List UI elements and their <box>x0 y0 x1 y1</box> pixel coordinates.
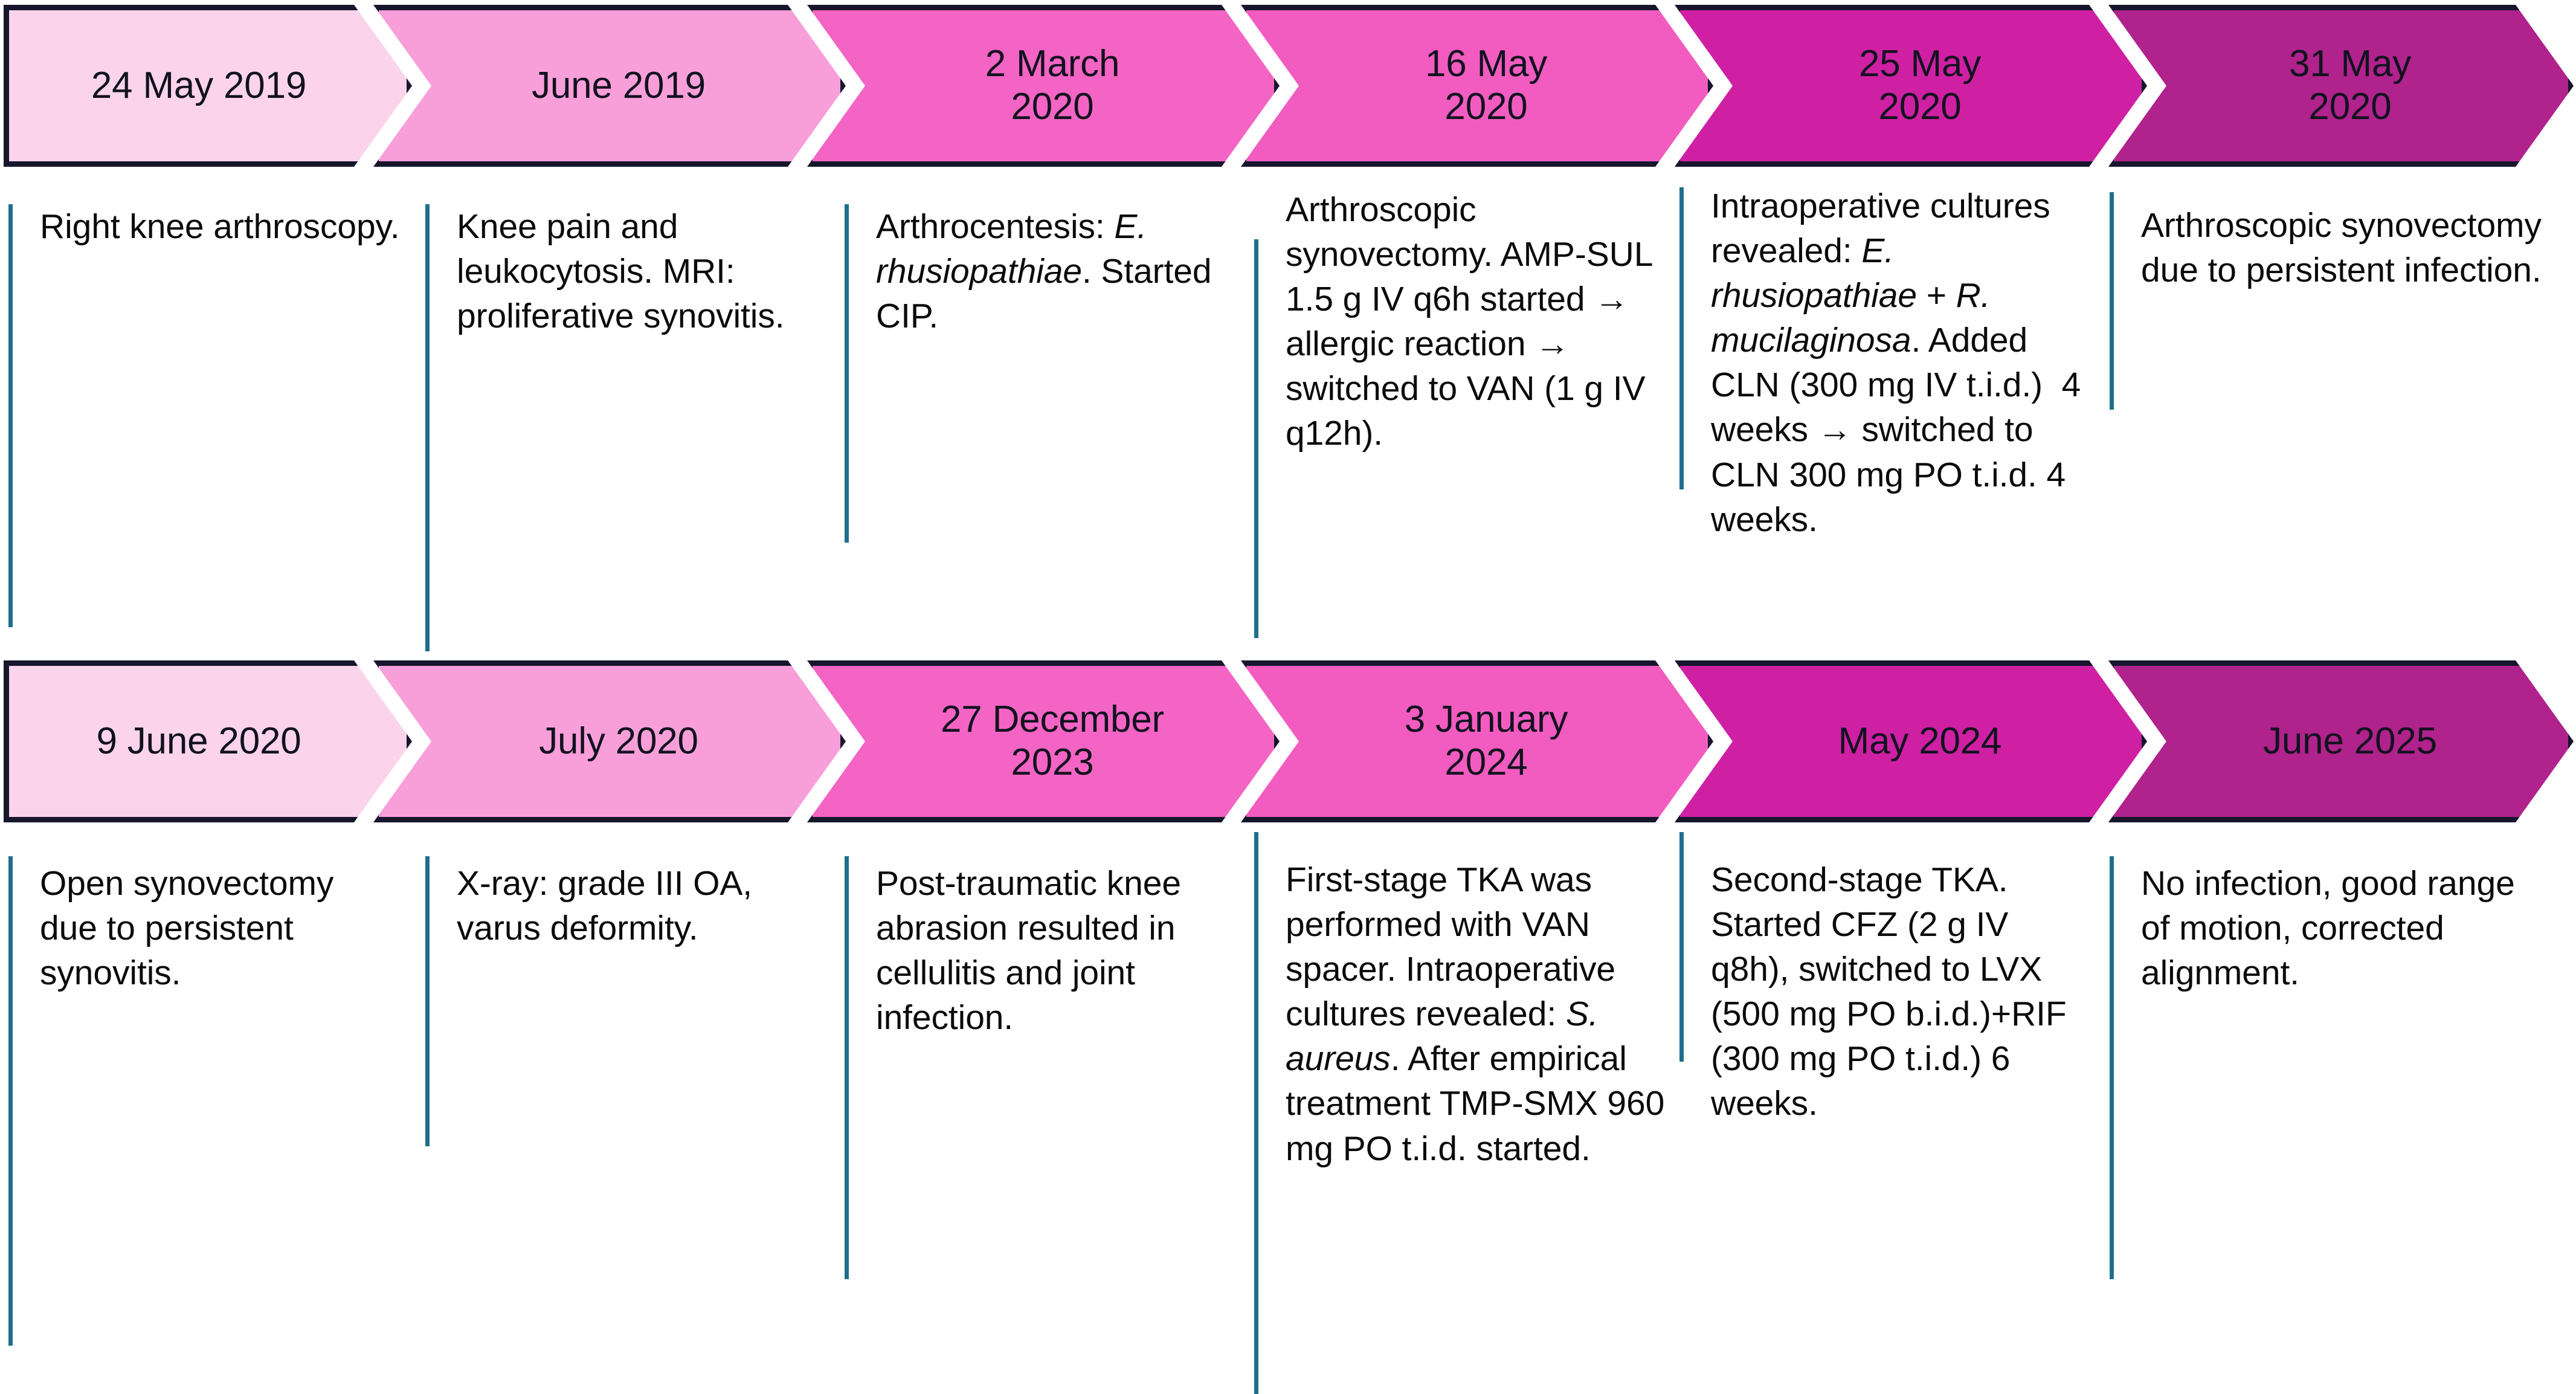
chevron-label: June 2025 <box>2263 720 2437 762</box>
chevron-label: 27 December 2023 <box>941 699 1164 783</box>
chevron-label: 16 May 2020 <box>1425 43 1548 127</box>
chevron-25-may-2020[interactable]: 25 May 2020 <box>1675 5 2147 167</box>
entry-rule <box>2110 856 2114 1279</box>
entry-25-may-2020: Intraoperative cultures revealed: E. rhu… <box>1679 168 2108 651</box>
chevron-label: 24 May 2019 <box>91 64 307 106</box>
chevron-row-2: 9 June 2020 July 2020 27 December 2023 3… <box>0 656 2576 824</box>
entry-3-january-2024: First-stage TKA was performed with VAN s… <box>1254 832 1677 1394</box>
chevron-label: May 2024 <box>1838 720 2002 762</box>
entry-text: Post-traumatic knee abrasion resulted in… <box>876 864 1181 1037</box>
entry-rule <box>1679 187 1684 489</box>
entry-9-june-2020: Open synovectomy due to persistent synov… <box>8 856 419 1388</box>
chevron-row-1: 24 May 2019 June 2019 2 March 2020 16 Ma… <box>0 0 2576 168</box>
entry-rule <box>845 204 849 543</box>
chevron-june-2025[interactable]: June 2025 <box>2108 660 2574 822</box>
entry-rule <box>845 856 849 1279</box>
entry-rule <box>8 204 13 627</box>
entry-rule <box>8 856 13 1346</box>
entry-text: Second-stage TKA. Started CFZ (2 g IV q8… <box>1711 860 2067 1123</box>
chevron-label: 3 January 2024 <box>1404 699 1568 783</box>
chevron-label: 9 June 2020 <box>96 720 301 762</box>
entry-text: Arthroscopic synovectomy due to persiste… <box>2141 206 2542 290</box>
chevron-9-june-2020[interactable]: 9 June 2020 <box>4 660 412 822</box>
entry-rule <box>425 856 430 1146</box>
entry-text: Open synovectomy due to persistent synov… <box>40 864 334 993</box>
body-row-1: Right knee arthroscopy. Knee pain and le… <box>0 168 2576 651</box>
chevron-31-may-2020[interactable]: 31 May 2020 <box>2108 5 2574 167</box>
chevron-label: 25 May 2020 <box>1858 43 1982 127</box>
entry-june-2025: No infection, good range of motion, corr… <box>2110 856 2575 1388</box>
entry-may-2024: Second-stage TKA. Started CFZ (2 g IV q8… <box>1679 832 2102 1394</box>
chevron-label: 31 May 2020 <box>2288 43 2412 127</box>
entry-rule <box>1254 239 1258 638</box>
chevron-label: 2 March 2020 <box>985 43 1120 127</box>
entry-text: Right knee arthroscopy. <box>40 207 400 246</box>
entry-text: First-stage TKA was performed with VAN s… <box>1286 860 1665 1168</box>
entry-july-2020: X-ray: grade III OA, varus deformity. <box>425 856 836 1388</box>
entry-text: Knee pain and leukocytosis. MRI: prolife… <box>457 207 785 336</box>
entry-2-march-2020: Arthrocentesis: E. rhusiopathiae. Starte… <box>845 204 1255 651</box>
entry-27-december-2023: Post-traumatic knee abrasion resulted in… <box>845 856 1255 1388</box>
entry-rule <box>2110 192 2114 410</box>
entry-31-may-2020: Arthroscopic synovectomy due to persiste… <box>2110 192 2575 651</box>
chevron-2-march-2020[interactable]: 2 March 2020 <box>807 5 1280 167</box>
entry-rule <box>1254 832 1258 1394</box>
chevron-may-2024[interactable]: May 2024 <box>1675 660 2147 822</box>
entry-text: No infection, good range of motion, corr… <box>2141 864 2515 993</box>
chevron-label: June 2019 <box>532 64 706 106</box>
chevron-june-2019[interactable]: June 2019 <box>373 5 846 167</box>
chevron-27-december-2023[interactable]: 27 December 2023 <box>807 660 1280 822</box>
chevron-16-may-2020[interactable]: 16 May 2020 <box>1241 5 1713 167</box>
chevron-label: July 2020 <box>539 720 698 762</box>
chevron-3-january-2024[interactable]: 3 January 2024 <box>1241 660 1713 822</box>
timeline-band-second: 9 June 2020 July 2020 27 December 2023 3… <box>0 656 2576 1394</box>
chevron-july-2020[interactable]: July 2020 <box>373 660 846 822</box>
entry-24-may-2019: Right knee arthroscopy. <box>8 204 419 651</box>
entry-text: Intraoperative cultures revealed: E. rhu… <box>1711 187 2081 539</box>
entry-text: X-ray: grade III OA, varus deformity. <box>457 864 753 948</box>
chevron-24-may-2019[interactable]: 24 May 2019 <box>4 5 412 167</box>
entry-rule <box>1679 832 1684 1062</box>
entry-text: Arthrocentesis: E. rhusiopathiae. Starte… <box>876 207 1212 336</box>
entry-text: Arthroscopic synovectomy. AMP-SUL 1.5 g … <box>1286 190 1652 453</box>
body-row-2: Open synovectomy due to persistent synov… <box>0 824 2576 1394</box>
timeline-band-first: 24 May 2019 June 2019 2 March 2020 16 Ma… <box>0 0 2576 651</box>
entry-16-may-2020: Arthroscopic synovectomy. AMP-SUL 1.5 g … <box>1254 168 1677 651</box>
entry-june-2019: Knee pain and leukocytosis. MRI: prolife… <box>425 204 836 651</box>
entry-rule <box>425 204 430 651</box>
